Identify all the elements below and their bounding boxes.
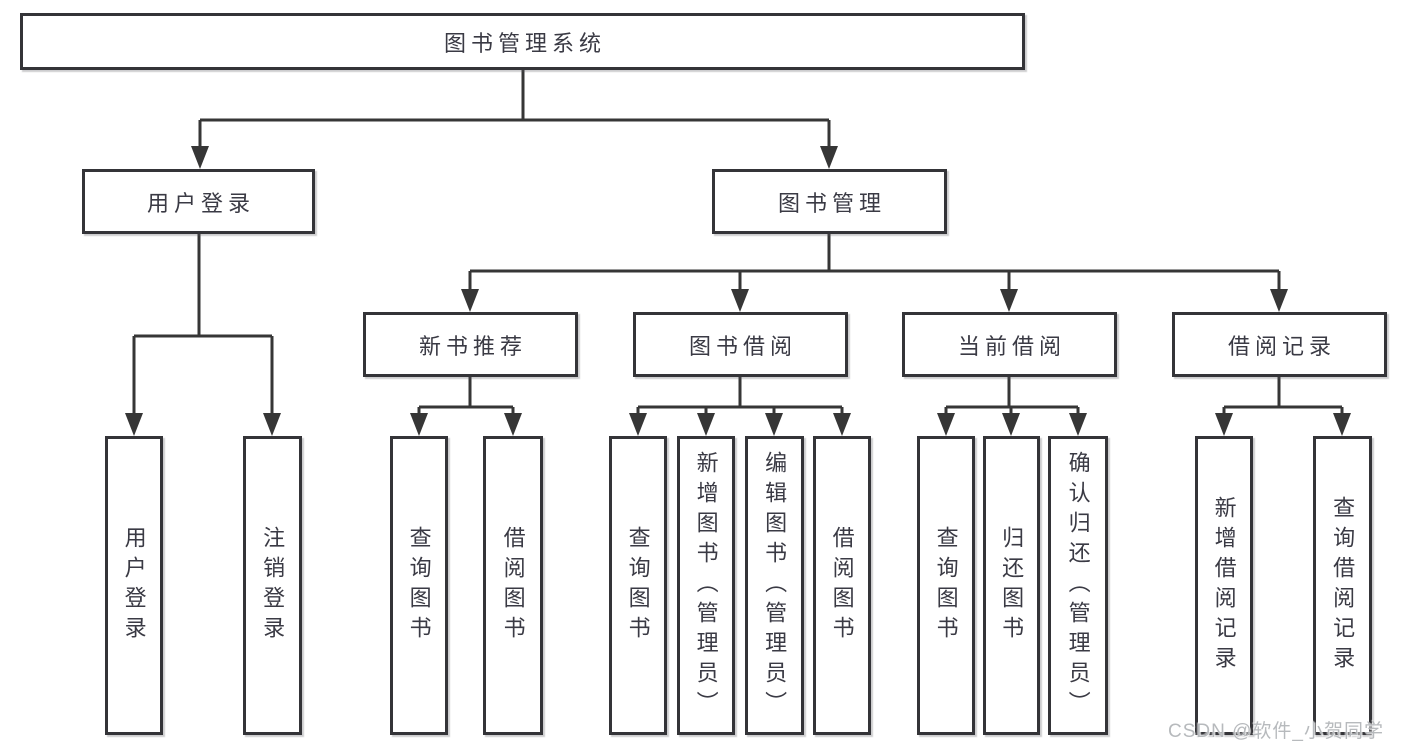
node-book-borrow: 图书借阅 [633, 312, 848, 377]
node-book-management: 图书管理 [712, 169, 947, 234]
arrow-down-icon [697, 413, 715, 436]
node-label: 图书管理系统 [443, 30, 606, 56]
node-user-login: 用户登录 [82, 169, 315, 234]
node-label: 图书借阅 [688, 333, 797, 359]
leaf-label: 借阅图书 [829, 525, 855, 646]
arrowheads [125, 146, 1351, 436]
leaf-label: 借阅图书 [500, 525, 526, 646]
node-label: 用户登录 [146, 190, 255, 216]
arrow-down-icon [191, 146, 209, 169]
node-current-borrow: 当前借阅 [902, 312, 1117, 377]
arrow-down-icon [820, 146, 838, 169]
leaf-query-books-current: 查询图书 [917, 436, 975, 735]
leaf-user-login: 用户登录 [105, 436, 163, 735]
arrow-down-icon [765, 413, 783, 436]
node-root-system: 图书管理系统 [20, 13, 1025, 70]
connector [417, 377, 515, 420]
arrow-down-icon [1333, 413, 1351, 436]
arrow-down-icon [461, 289, 479, 312]
connector [132, 70, 1344, 420]
connector [636, 377, 844, 420]
leaf-label: 确认归还（管理员） [1065, 450, 1091, 721]
arrow-down-icon [1002, 413, 1020, 436]
node-label: 图书管理 [777, 190, 886, 216]
leaf-label: 注销登录 [260, 525, 286, 646]
leaf-add-books-admin: 新增图书（管理员） [677, 436, 735, 735]
arrow-down-icon [629, 413, 647, 436]
arrow-down-icon [1069, 413, 1087, 436]
node-borrow-records: 借阅记录 [1172, 312, 1387, 377]
leaf-label: 查询图书 [933, 525, 959, 646]
leaf-add-borrow-record: 新增借阅记录 [1195, 436, 1253, 735]
node-label: 新书推荐 [418, 333, 527, 359]
node-label: 当前借阅 [957, 333, 1066, 359]
leaf-label: 归还图书 [999, 525, 1025, 646]
arrow-down-icon [833, 413, 851, 436]
leaf-query-borrow-record: 查询借阅记录 [1313, 436, 1372, 735]
leaf-edit-books-admin: 编辑图书（管理员） [745, 436, 804, 735]
leaf-label: 查询图书 [406, 525, 432, 646]
leaf-return-books: 归还图书 [983, 436, 1040, 735]
arrow-down-icon [263, 413, 281, 436]
arrow-down-icon [731, 289, 749, 312]
connector [468, 234, 1281, 296]
leaf-query-books-borrow: 查询图书 [609, 436, 667, 735]
connector [198, 70, 831, 151]
leaf-confirm-return-admin: 确认归还（管理员） [1048, 436, 1108, 735]
leaf-query-books-recommend: 查询图书 [390, 436, 448, 735]
leaf-label: 查询借阅记录 [1330, 495, 1356, 676]
leaf-borrow-books-recommend: 借阅图书 [483, 436, 543, 735]
leaf-label: 编辑图书（管理员） [762, 450, 788, 721]
leaf-logout: 注销登录 [243, 436, 302, 735]
connector [132, 234, 274, 420]
leaf-label: 新增借阅记录 [1211, 495, 1237, 676]
connector [1222, 377, 1344, 420]
arrow-down-icon [410, 413, 428, 436]
arrow-down-icon [1270, 289, 1288, 312]
node-new-book-recommend: 新书推荐 [363, 312, 578, 377]
leaf-label: 用户登录 [121, 525, 147, 646]
node-label: 借阅记录 [1227, 333, 1336, 359]
leaf-label: 新增图书（管理员） [693, 450, 719, 721]
arrow-down-icon [1000, 289, 1018, 312]
arrow-down-icon [504, 413, 522, 436]
leaf-borrow-books: 借阅图书 [813, 436, 871, 735]
csdn-watermark: CSDN @软件_小贺同学 [1168, 721, 1384, 742]
arrow-down-icon [125, 413, 143, 436]
arrow-down-icon [1215, 413, 1233, 436]
arrow-down-icon [937, 413, 955, 436]
leaf-label: 查询图书 [625, 525, 651, 646]
